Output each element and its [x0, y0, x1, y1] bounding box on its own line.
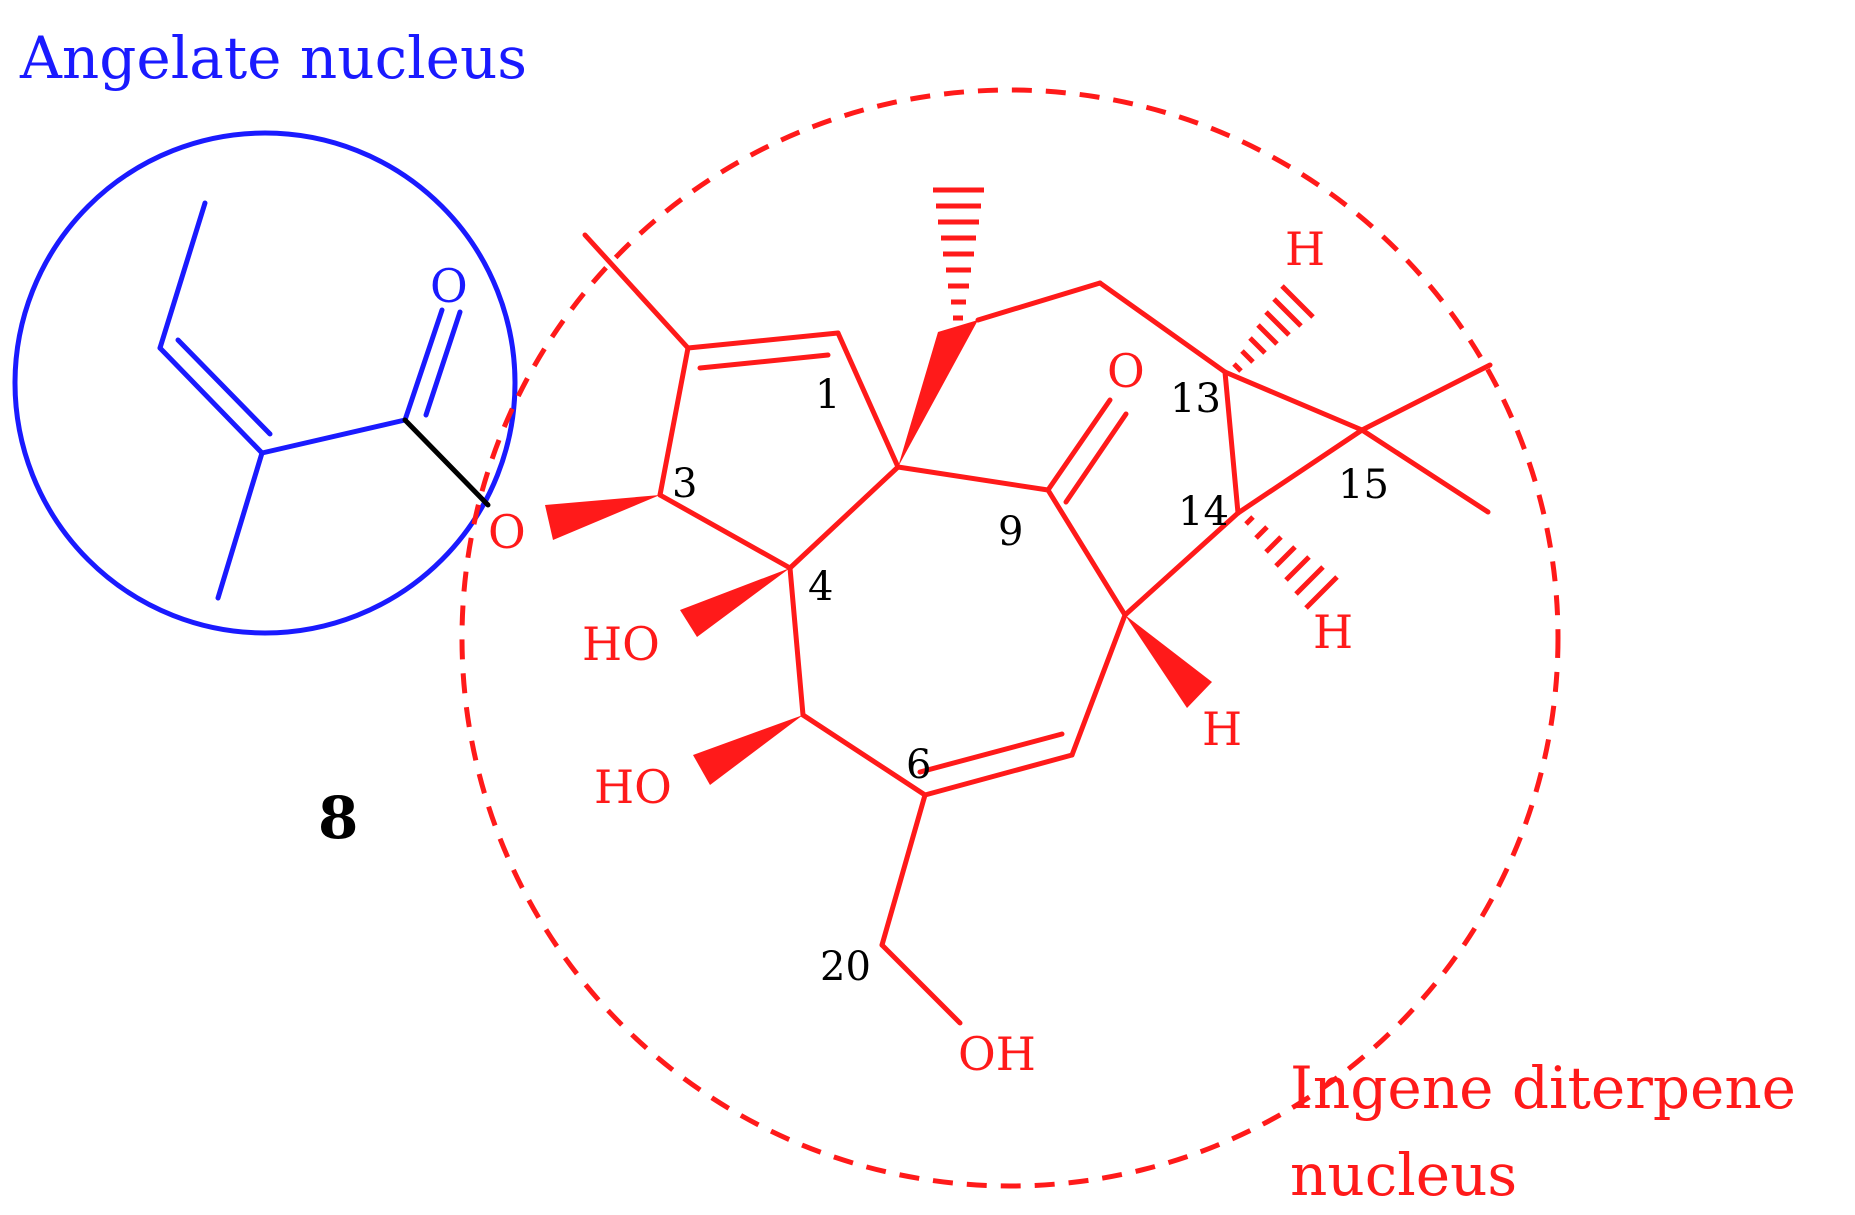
ketone-oxygen: O [1107, 344, 1145, 398]
carbon-number-6: 6 [906, 742, 931, 788]
carbon-number-20: 20 [820, 944, 871, 990]
compound-number: 8 [318, 784, 358, 852]
angelate-bonds [157, 200, 463, 601]
ester-link-bond [402, 417, 491, 508]
hydroxyl-c20: OH [958, 1027, 1036, 1081]
hydrogen-c14: H [1313, 605, 1353, 659]
hydroxyl-c5: HO [594, 760, 672, 814]
ingene-bonds [582, 232, 1493, 1026]
ingene-nucleus-circle [459, 87, 1561, 1189]
angelate-nucleus-circle [12, 130, 518, 636]
hydroxyl-c4: HO [582, 617, 660, 671]
carbon-number-9: 9 [998, 509, 1023, 555]
carbon-number-1: 1 [815, 372, 840, 418]
angelate-carbonyl-oxygen: O [430, 259, 468, 313]
ingene-nucleus-title-line1: Ingene diterpene [1290, 1054, 1796, 1122]
hydrogen-c13: H [1285, 222, 1325, 276]
carbon-number-3: 3 [672, 461, 697, 507]
carbon-number-13: 13 [1170, 376, 1221, 422]
angelate-nucleus-title: Angelate nucleus [19, 24, 527, 92]
carbon-number-15: 15 [1338, 462, 1389, 508]
hashed-bonds [933, 187, 1339, 610]
carbon-number-4: 4 [808, 564, 833, 610]
ingene-nucleus-title-line2: nucleus [1290, 1141, 1517, 1209]
wedge-bonds [545, 320, 1212, 785]
ester-oxygen: O [488, 505, 526, 559]
carbon-number-14: 14 [1178, 489, 1229, 535]
hydrogen-c8: H [1202, 702, 1242, 756]
